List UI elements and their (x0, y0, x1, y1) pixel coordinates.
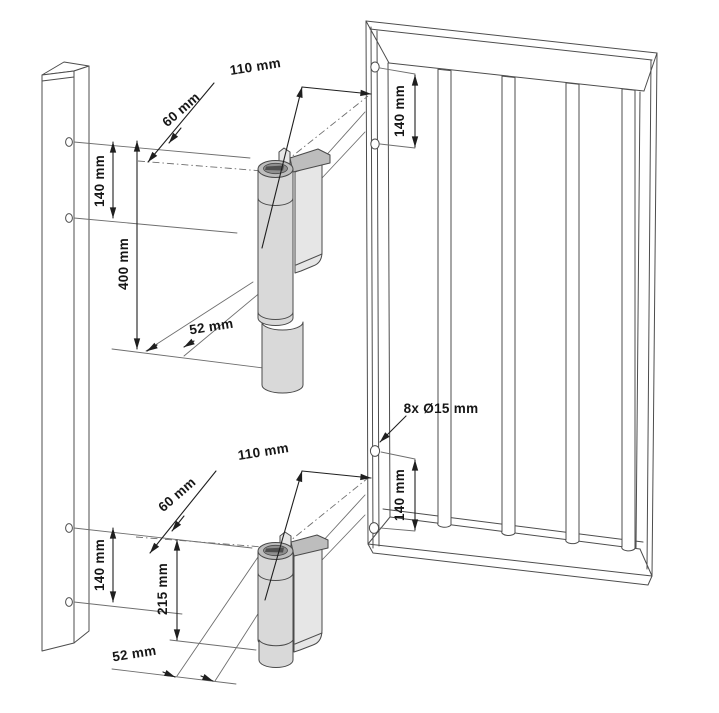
dim-label-140-post-top: 140 mm (92, 155, 107, 207)
gate-bar (565, 82, 580, 545)
top-hinge-cylinder (257, 168, 294, 326)
post-hole (65, 137, 73, 147)
dim-label-110-bottom: 110 mm (237, 440, 290, 463)
gate-hole (370, 61, 380, 73)
post-hole (65, 597, 73, 607)
gate-hole (369, 445, 381, 457)
gate-panel (365, 20, 658, 586)
top-hinge-sleeve (261, 321, 304, 394)
dim-label-215: 215 mm (155, 563, 170, 615)
construction-lines (73, 95, 369, 685)
dim-label-52-top: 52 mm (188, 316, 234, 338)
bottom-hinge-plate (293, 545, 323, 653)
dim-label-140-gate-top: 140 mm (392, 85, 407, 137)
dim-label-60-bottom: 60 mm (155, 474, 198, 514)
top-hinge-slot (265, 165, 284, 171)
dim-label-400: 400 mm (116, 238, 131, 290)
gate-bar (501, 75, 516, 536)
gate-bar (621, 88, 636, 552)
dim-label-60-top: 60 mm (159, 89, 202, 129)
post-hole (65, 523, 73, 533)
gate-hole (370, 138, 380, 150)
dim-label-140-gate-bottom: 140 mm (392, 469, 407, 521)
top-hinge (257, 147, 331, 394)
gate-bar (437, 68, 452, 528)
dim-label-110-top: 110 mm (229, 55, 282, 78)
bottom-hinge-cap (258, 639, 294, 668)
post-hole (65, 213, 73, 223)
holes-note-label: 8x Ø15 mm (404, 401, 479, 416)
dim-label-140-post-bottom: 140 mm (92, 539, 107, 591)
bottom-hinge (257, 531, 329, 668)
top-hinge-plate (294, 161, 323, 274)
dim-label-52-bottom: 52 mm (111, 643, 157, 665)
bottom-hinge-cylinder (257, 550, 294, 648)
gate-hole (368, 522, 380, 534)
fence-post (41, 61, 90, 652)
